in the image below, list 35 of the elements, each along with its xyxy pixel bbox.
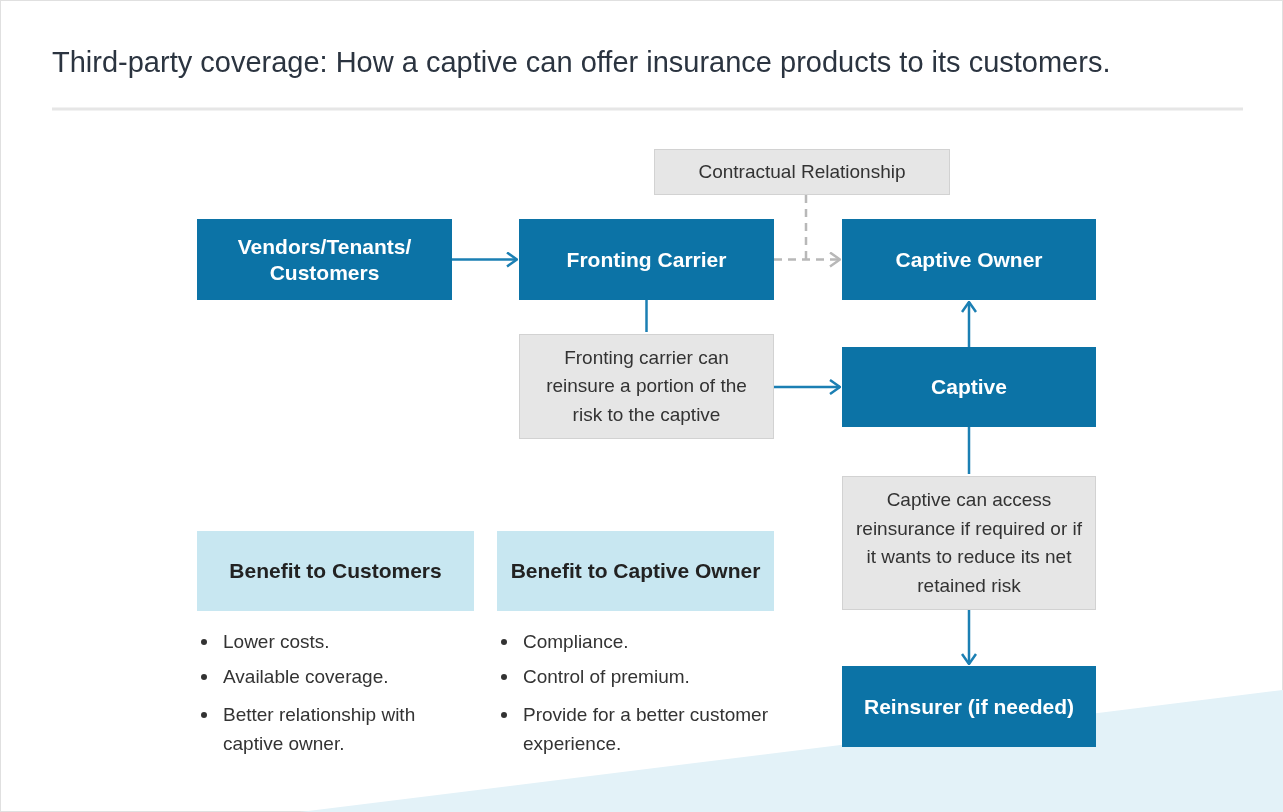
note-box	[842, 476, 1096, 610]
process-box	[197, 219, 452, 300]
node-text: Contractual Relationship	[698, 159, 906, 184]
node-text: Captive can access reinsurance if required or if it wants to reduce its net retained risk	[855, 488, 1083, 598]
heading-box	[497, 531, 774, 611]
bullet-item: Available coverage.	[197, 662, 457, 692]
node-text: Benefit to Customers	[228, 558, 443, 585]
node-text: Vendors/Tenants/ Customers	[236, 234, 413, 285]
process-box	[842, 666, 1096, 747]
bullet-item: Provide for a better customer experience.	[497, 700, 777, 759]
arrow	[960, 610, 978, 666]
arrow	[774, 378, 842, 396]
node-text: Benefit to Captive Owner	[509, 558, 762, 585]
connector-line	[967, 427, 971, 474]
node-text: Fronting carrier can reinsure a portion of the risk to the captive	[545, 345, 748, 427]
process-box	[519, 219, 774, 300]
process-box	[842, 347, 1096, 427]
node-text: Captive	[930, 374, 1008, 400]
process-box	[842, 219, 1096, 300]
bullet-item: Lower costs.	[197, 627, 457, 657]
bullet-item: Control of premium.	[497, 662, 777, 692]
bullet-item: Compliance.	[497, 627, 777, 657]
connector-line	[804, 195, 808, 259]
arrow	[452, 251, 519, 268]
title: Third-party coverage: How a captive can offer insurance products to its customers.	[52, 46, 1111, 79]
node-text: Fronting Carrier	[565, 246, 728, 273]
node-text: Captive Owner	[894, 246, 1044, 273]
note-box	[519, 334, 774, 439]
bullet-item: Better relationship with captive owner.	[197, 700, 457, 759]
arrow	[774, 251, 842, 268]
arrow	[960, 300, 978, 347]
note-box	[654, 149, 950, 195]
heading-box	[197, 531, 474, 611]
node-text: Reinsurer (if needed)	[862, 693, 1075, 720]
connector-line	[645, 300, 648, 332]
